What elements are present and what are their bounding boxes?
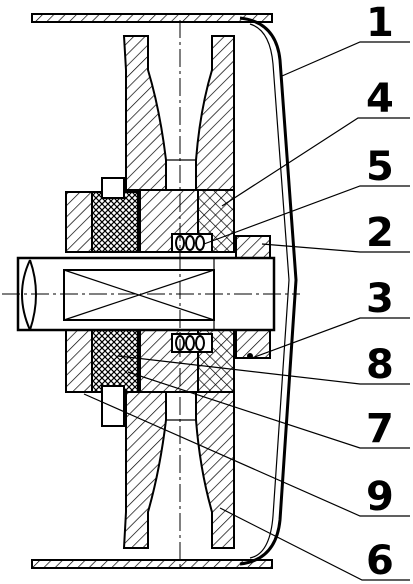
spring	[171, 233, 213, 353]
callout-4: 4	[366, 76, 394, 122]
retaining-ring	[235, 235, 271, 359]
seal-housing	[65, 177, 139, 427]
pulley-lower	[122, 391, 235, 549]
callout-2: 2	[366, 210, 394, 256]
callout-7: 7	[366, 406, 394, 452]
callout-3: 3	[366, 276, 394, 322]
housing-cover	[31, 13, 298, 569]
callout-5: 5	[366, 144, 394, 190]
callout-labels: 1 4 5 2 3 8 7 9 6	[366, 0, 394, 584]
callout-8: 8	[366, 342, 394, 388]
callout-1: 1	[366, 0, 394, 46]
callout-6: 6	[366, 538, 394, 584]
center-lines	[2, 20, 300, 570]
callout-9: 9	[366, 474, 394, 520]
shaft	[16, 256, 276, 332]
leader-lines	[83, 41, 410, 581]
pulley-upper	[122, 35, 235, 191]
